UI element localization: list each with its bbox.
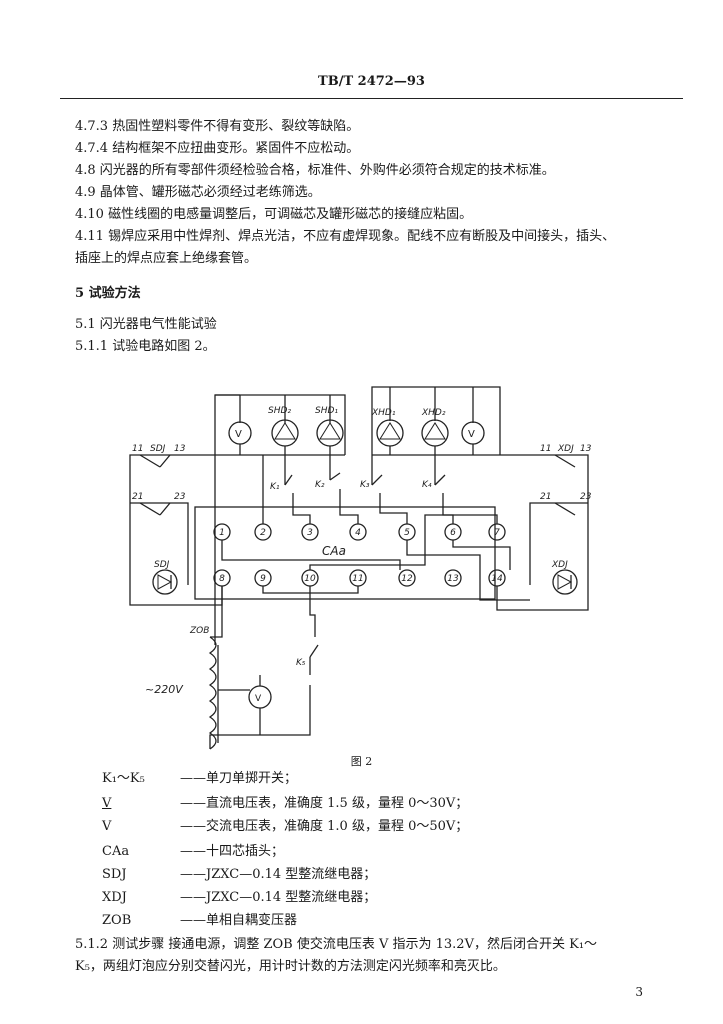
label-k2: K₂ [315,480,325,490]
pin-14: 14 [491,574,503,584]
legend-row: CAa ——十四芯插头； [102,843,284,861]
legend-row: ZOB ——单相自耦变压器 [102,912,297,930]
page-header: TB/T 2472—93 [318,74,425,89]
label-shd2: SHD₂ [268,406,291,416]
legend-symbol: CAa [102,844,130,859]
clause-4-11-cont: 插座上的焊点应套上绝缘套管。 [75,251,258,266]
page-number: 3 [635,985,643,999]
legend-symbol: K₁～K₅ [102,771,145,786]
legend-row: XDJ ——JZXC—0.14 型整流继电器； [102,889,376,907]
transformer-zob [208,636,217,750]
label-caa: CAa [322,544,346,558]
header-rule [60,98,683,99]
label-k1: K₁ [270,482,280,492]
legend-desc: ——JZXC—0.14 型整流继电器； [180,890,377,905]
legend-row: K₁～K₅ ——单刀单掷开关； [102,770,297,788]
pin-7: 7 [494,528,500,538]
clause-4-7-3: 4.7.3 热固性塑料零件不得有变形、裂纹等缺陷。 [75,119,360,134]
label-t11b: 11 [540,444,551,454]
legend-symbol: XDJ [102,890,127,905]
label-t13b: 13 [580,444,592,454]
clause-5-1-2: 5.1.2 测试步骤 接通电源，调整 ZOB 使交流电压表 V 指示为 13.2… [75,937,598,952]
legend-desc: ——直流电压表，准确度 1.5 级，量程 0～30V； [180,796,469,811]
pin-2: 2 [260,528,266,538]
relay-xdj [552,569,578,595]
label-k5: K₅ [296,658,306,668]
pin-9: 9 [260,574,266,584]
legend-symbol: SDJ [102,867,127,882]
pin-6: 6 [450,528,456,538]
pin-10: 10 [304,574,316,584]
pin-3: 3 [307,528,313,538]
legend-desc: ——单相自耦变压器 [180,913,298,928]
clause-4-9: 4.9 晶体管、罐形磁芯必须经过老练筛选。 [75,185,321,200]
legend-row: V ——直流电压表，准确度 1.5 级，量程 0～30V； [102,795,468,813]
label-t23b: 23 [580,492,592,502]
test-circuit-diagram: V V [129,386,592,750]
clause-4-8: 4.8 闪光器的所有零部件须经检验合格，标准件、外购件必须符合规定的技术标准。 [75,163,555,178]
label-xhd1: XHD₁ [371,408,396,418]
clause-5-1-2-cont: K₅，两组灯泡应分别交替闪光，用计时计数的方法测定闪光频率和亮灭比。 [75,959,506,974]
svg-text:V: V [468,429,475,440]
label-t13: 13 [174,444,186,454]
label-xdj: XDJ [551,560,568,570]
pin-13: 13 [447,574,459,584]
legend-desc: ——交流电压表，准确度 1.0 级，量程 0～50V； [180,819,469,834]
svg-text:V: V [235,429,242,440]
label-shd1: SHD₁ [315,406,338,416]
label-xhd2: XHD₂ [421,408,446,418]
clause-4-10: 4.10 磁性线圈的电感量调整后，可调磁芯及罐形磁芯的接缝应粘固。 [75,207,473,222]
label-xdj-switch: XDJ [557,444,574,454]
wire [214,394,346,645]
legend-row: SDJ ——JZXC—0.14 型整流继电器； [102,866,376,884]
pin-4: 4 [355,528,361,538]
clause-5-1-1: 5.1.1 试验电路如图 2。 [75,339,216,354]
label-t21: 21 [132,492,143,502]
pin-5: 5 [404,528,410,538]
label-k4: K₄ [422,480,432,490]
pin-1: 1 [219,528,225,538]
label-t23: 23 [174,492,186,502]
pin-8: 8 [219,574,225,584]
clause-4-7-4: 4.7.4 结构框架不应扭曲变形。紧固件不应松动。 [75,141,360,156]
label-zob: ZOB [189,626,209,636]
clause-4-11: 4.11 锡焊应采用中性焊剂、焊点光洁，不应有虚焊现象。配线不应有断股及中间接头… [75,229,616,244]
caa-connector [194,506,496,600]
legend-row: V ——交流电压表，准确度 1.0 级，量程 0～50V； [102,818,468,836]
legend-desc: ——JZXC—0.14 型整流继电器； [180,867,377,882]
svg-text:V: V [255,694,262,704]
pin-11: 11 [352,574,363,584]
legend-desc: ——单刀单掷开关； [180,771,298,786]
label-220v: ~220V [145,683,184,696]
label-sdj: SDJ [154,560,170,570]
legend-symbol: V [102,796,112,811]
label-t11: 11 [132,444,143,454]
legend-desc: ——十四芯插头； [180,844,285,859]
legend-symbol: V [102,819,112,834]
relay-sdj [152,569,178,595]
label-sdj-switch: SDJ [150,444,166,454]
legend-symbol: ZOB [102,913,132,928]
label-k3: K₃ [360,480,370,490]
clause-5-1: 5.1 闪光器电气性能试验 [75,317,217,332]
label-t21b: 21 [540,492,551,502]
section-title: 5 试验方法 [75,286,141,301]
wire [371,386,501,455]
pin-12: 12 [401,574,413,584]
figure-caption: 图 2 [350,755,373,768]
